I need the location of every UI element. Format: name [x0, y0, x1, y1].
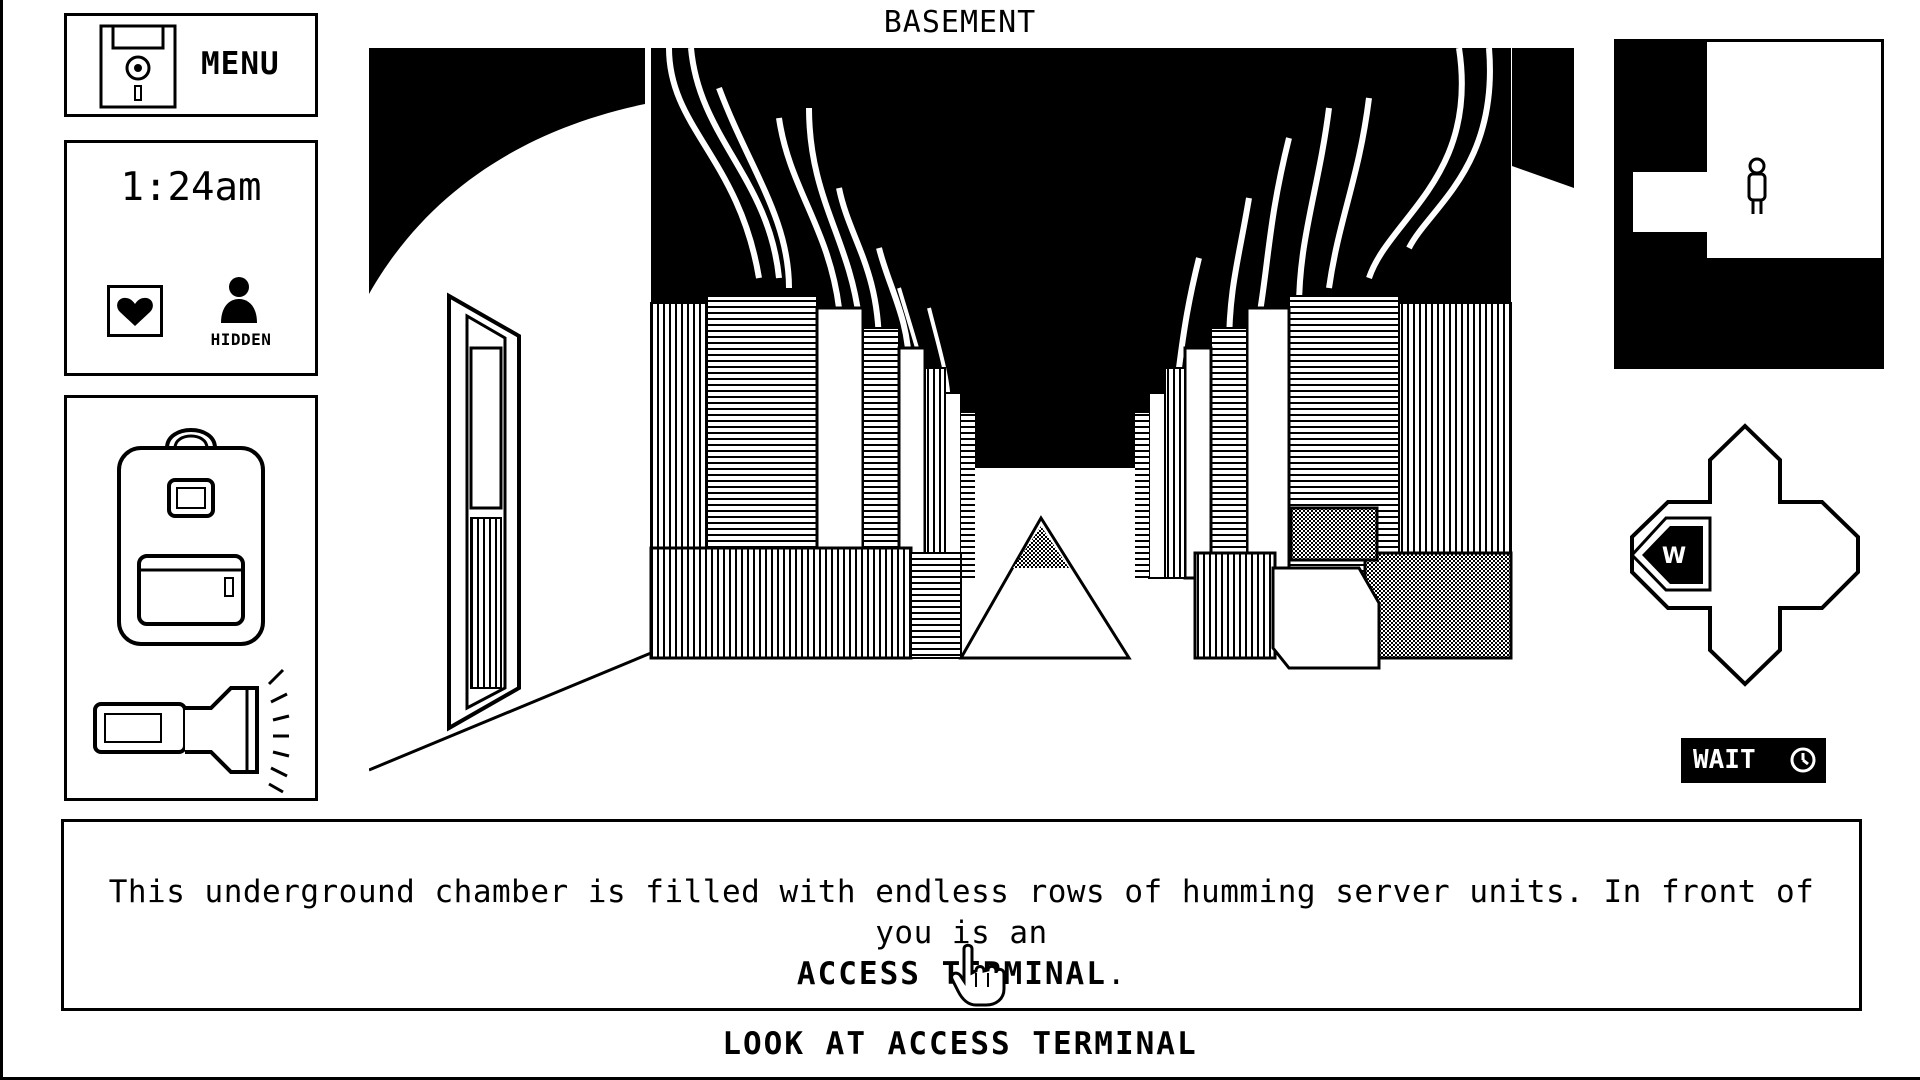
stealth-status-label: HIDDEN	[210, 330, 272, 349]
game-clock: 1:24am	[120, 165, 262, 210]
status-panel: 1:24am HIDDEN	[64, 140, 318, 376]
health-indicator	[107, 285, 163, 337]
menu-label: MENU	[201, 46, 280, 82]
narration-body: This underground chamber is filled with …	[108, 874, 1815, 951]
west-label: W	[1662, 544, 1686, 569]
location-title: BASEMENT	[883, 5, 1037, 40]
wait-label: WAIT	[1693, 745, 1756, 775]
menu-button[interactable]: MENU	[64, 13, 318, 117]
minimap	[1614, 39, 1884, 369]
heart-icon	[117, 297, 153, 326]
minimap-view	[1617, 42, 1881, 366]
clock-icon	[1790, 747, 1816, 773]
hand-pointer-icon	[950, 943, 1006, 1007]
narration-text: This underground chamber is filled with …	[84, 872, 1839, 995]
inventory-panel	[64, 395, 318, 801]
player-marker-icon	[1747, 157, 1767, 214]
narration-suffix: .	[1106, 956, 1127, 992]
wait-button[interactable]: WAIT	[1681, 738, 1826, 783]
window-bottom-border	[0, 1077, 1920, 1080]
action-hint: LOOK AT ACCESS TERMINAL	[722, 1026, 1198, 1062]
flashlight-icon[interactable]	[93, 668, 303, 794]
navigation-compass: W	[1629, 423, 1860, 687]
move-west-button[interactable]: W	[1629, 516, 1712, 592]
scene-view	[369, 48, 1574, 772]
access-terminal[interactable]	[958, 515, 1132, 660]
backpack-icon[interactable]	[115, 418, 267, 650]
window-left-border	[0, 0, 3, 1080]
floppy-disk-icon	[99, 24, 177, 109]
crouching-figure-icon	[221, 277, 257, 323]
